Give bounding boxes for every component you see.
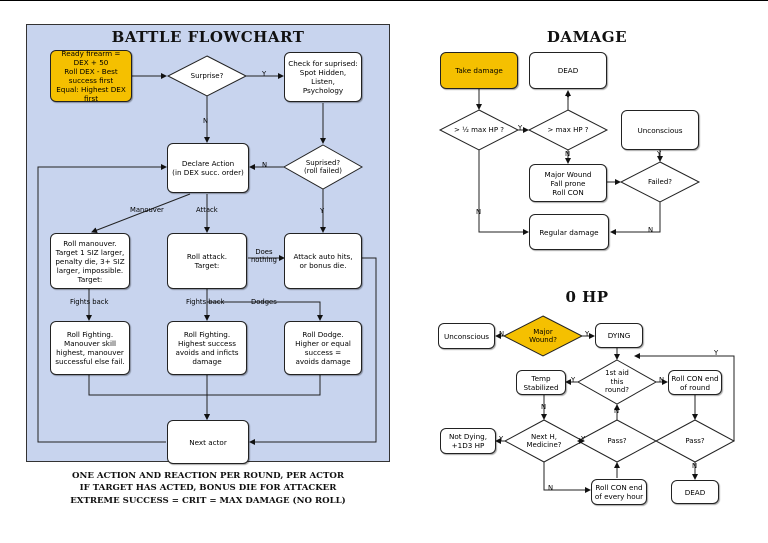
major-wound-diamond — [502, 315, 584, 357]
roll-fighting-attack-box: Roll Fighting. Highest success avoids an… — [167, 321, 247, 375]
roll-attack-box: Roll attack. Target: — [167, 233, 247, 289]
label-n: N — [659, 376, 665, 384]
surprised-label: Suprised? (roll failed) — [304, 158, 342, 175]
first-aid-label: 1st aid this round? — [604, 369, 630, 395]
top-border — [0, 0, 768, 1]
ready-firearm-box: Ready firearm = DEX + 50 Roll DEX - Best… — [50, 49, 132, 103]
roll-dodge-box: Roll Dodge. Higher or equal success = av… — [284, 321, 362, 375]
roll-manouver-box: Roll manouver. Target 1 SIZ larger, pena… — [50, 233, 130, 289]
zero-hp-title: 0 HP — [565, 288, 609, 306]
label-manouver: Manouver — [130, 206, 164, 214]
label-y: Y — [566, 94, 571, 102]
label-y: Y — [571, 376, 576, 384]
label-n: N — [614, 407, 620, 415]
dying-box: DYING — [595, 323, 643, 348]
label-n: N — [648, 226, 654, 234]
battle-title: BATTLE FLOWCHART — [111, 28, 305, 46]
attack-auto-box: Attack auto hits, or bonus die. — [284, 233, 362, 289]
unconscious-box: Unconscious — [438, 323, 495, 349]
dead-box: DEAD — [529, 52, 607, 89]
label-y: Y — [585, 330, 590, 338]
max-hp-label: > max HP ? — [547, 125, 589, 134]
label-n: N — [548, 484, 554, 492]
declare-action-box: Declare Action (in DEX succ. order) — [167, 143, 249, 193]
label-n: N — [499, 330, 505, 338]
dead-box: DEAD — [671, 480, 719, 504]
label-y: Y — [518, 124, 523, 132]
surprise-label: Surprise? — [190, 71, 224, 80]
rule-line: IF TARGET HAS ACTED, BONUS DIE FOR ATTAC… — [79, 483, 337, 494]
label-dodges: Dodges — [251, 298, 277, 306]
unconscious-box: Unconscious — [621, 110, 699, 150]
label-y: Y — [581, 435, 586, 443]
next-actor-box: Next actor — [167, 420, 249, 464]
roll-con-hour-box: Roll CON end of every hour — [591, 479, 647, 505]
label-n: N — [203, 117, 209, 125]
label-y: Y — [262, 70, 267, 78]
label-y: Y — [320, 207, 325, 215]
label-y: Y — [499, 435, 504, 443]
pass-label: Pass? — [607, 436, 627, 445]
label-n: N — [476, 208, 482, 216]
label-n: N — [541, 403, 547, 411]
label-y: Y — [657, 150, 662, 158]
label-does-nothing: Does nothing — [251, 248, 277, 264]
major-wound-box: Major Wound Fall prone Roll CON — [529, 164, 607, 202]
label-fights-back: Fights back — [186, 298, 225, 306]
rule-line: ONE ACTION AND REACTION PER ROUND, PER A… — [72, 471, 344, 481]
pass-label: Pass? — [685, 436, 705, 445]
not-dying-box: Not Dying, +1D3 HP — [440, 428, 496, 454]
label-n: N — [565, 150, 571, 158]
roll-fighting-manouver-box: Roll Fighting. Manouver skill highest, m… — [50, 321, 130, 375]
next-h-label: Next H, Medicine? — [526, 432, 562, 449]
label-n: N — [262, 161, 268, 169]
damage-title: DAMAGE — [546, 28, 628, 46]
rule-line: EXTREME SUCCESS = CRIT = MAX DAMAGE (NO … — [70, 495, 346, 506]
rules-footer: ONE ACTION AND REACTION PER ROUND, PER A… — [26, 470, 390, 507]
take-damage-box: Take damage — [440, 52, 518, 89]
half-hp-label: > ½ max HP ? — [453, 125, 504, 134]
roll-con-round-box: Roll CON end of round — [668, 370, 722, 395]
label-attack: Attack — [196, 206, 218, 214]
label-n: N — [692, 462, 698, 470]
regular-damage-box: Regular damage — [529, 214, 609, 250]
label-y: Y — [714, 349, 719, 357]
check-surprised-box: Check for suprised: Spot Hidden, Listen,… — [284, 52, 362, 102]
temp-stabilized-box: Temp Stabilized — [516, 370, 566, 395]
failed-label: Failed? — [647, 177, 673, 186]
major-wound-label: Major Wound? — [529, 327, 557, 344]
label-fights-back: Fights back — [70, 298, 109, 306]
